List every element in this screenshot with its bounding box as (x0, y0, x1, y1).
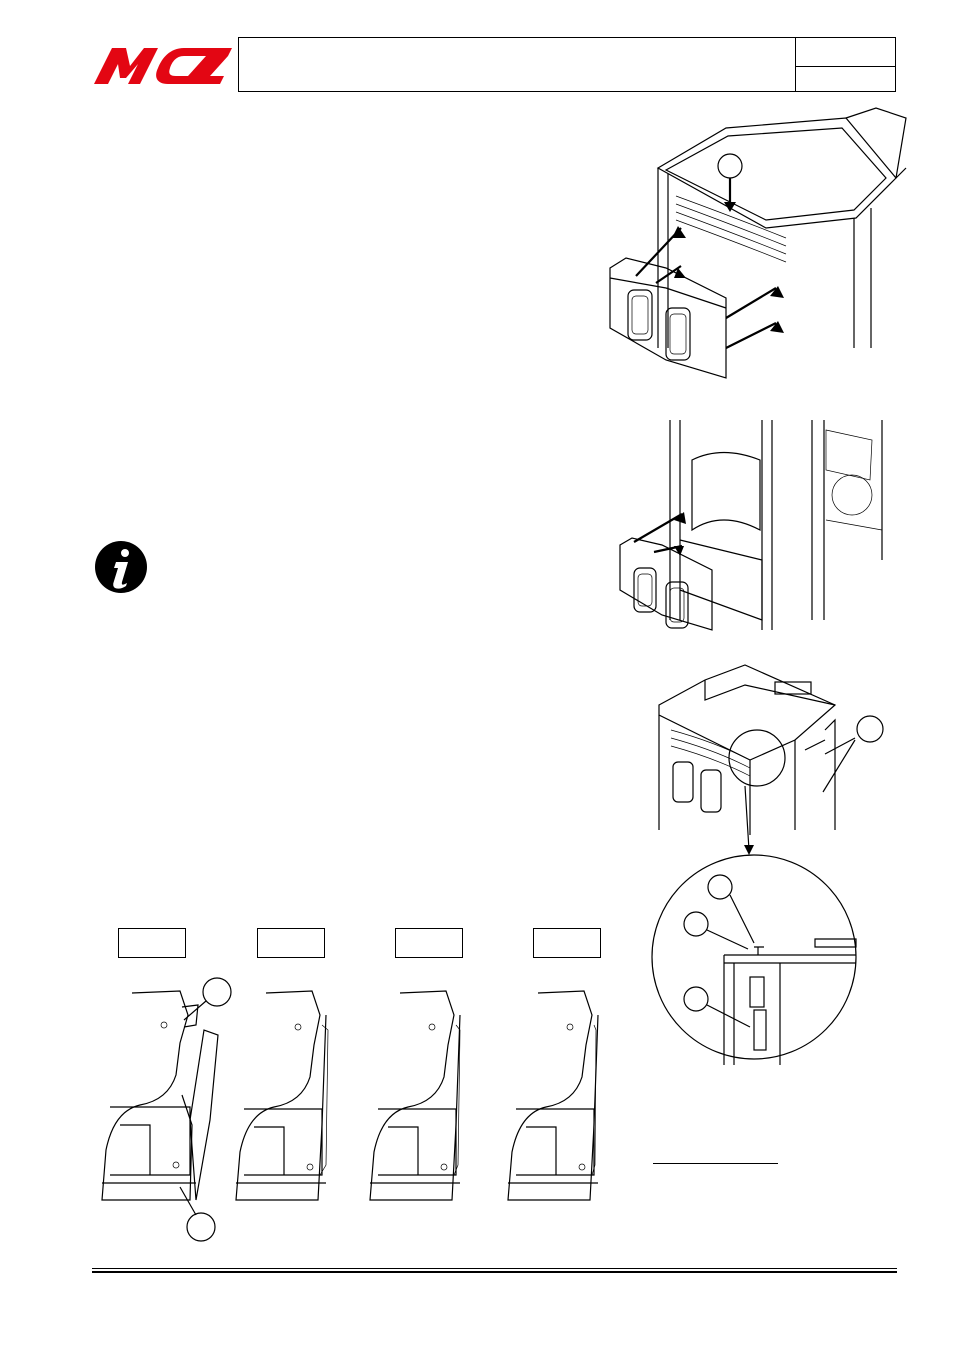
step-drawing-4 (507, 990, 599, 1201)
mcz-logo (94, 48, 232, 84)
step-drawing-3 (369, 990, 461, 1201)
step-drawing-1 (101, 977, 232, 1242)
footer-rule (92, 1268, 897, 1269)
info-icon (95, 541, 147, 593)
figure-detail-zoom (651, 854, 857, 1065)
step-label-box (395, 928, 463, 958)
header-box (238, 37, 896, 92)
step-label-box (257, 928, 325, 958)
step-label-box (533, 928, 601, 958)
step-label-box (118, 928, 186, 958)
underline (653, 1163, 778, 1164)
header-divider (795, 66, 896, 67)
step-drawing-2 (235, 990, 329, 1201)
figure-side-panel (658, 664, 884, 855)
figure-grille-fitting (619, 420, 883, 631)
footer-rule (92, 1271, 897, 1273)
header-divider (795, 37, 796, 92)
figure-grille-mounting (609, 107, 907, 379)
